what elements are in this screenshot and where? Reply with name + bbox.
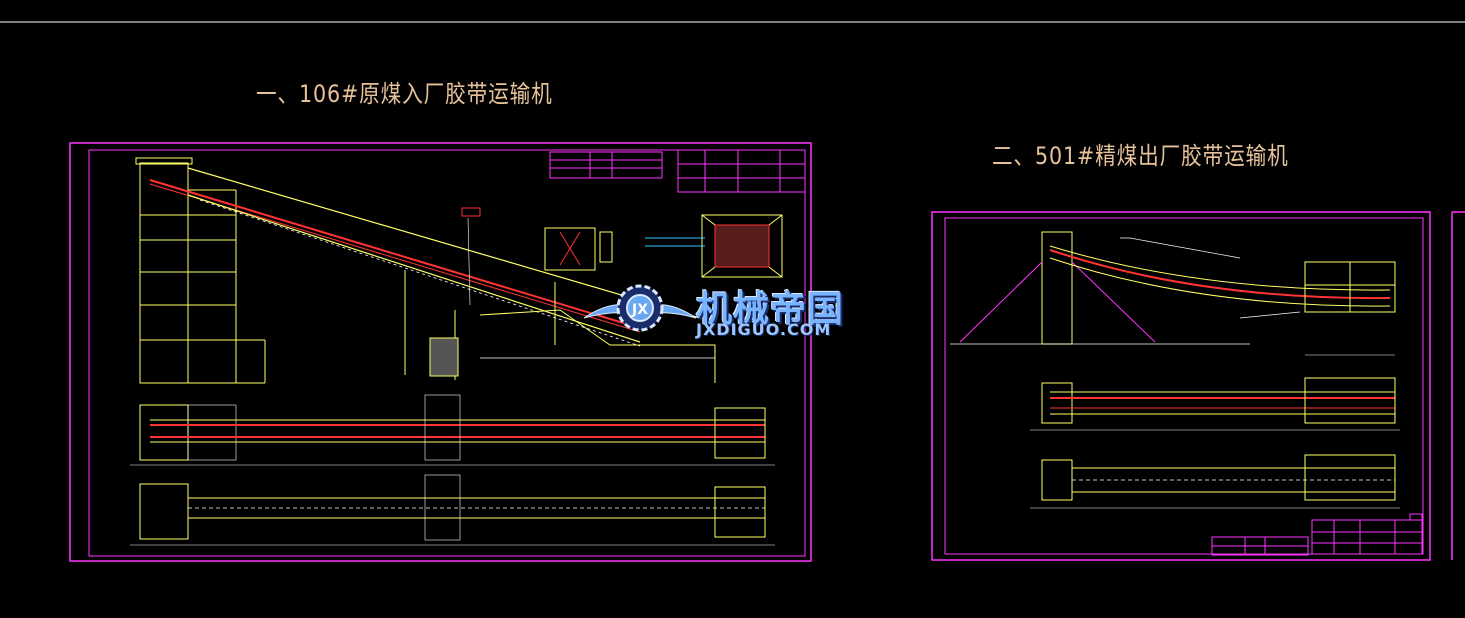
drawing-2-title: 二、501#精煤出厂胶带运输机	[992, 142, 1289, 170]
watermark-url-text: JXDIGUO.COM	[696, 320, 832, 339]
drawing-2-outer-frame	[931, 211, 1431, 561]
watermark: JX 机械帝国 JXDIGUO.COM	[584, 270, 884, 344]
drawing-1-trestle-supports	[404, 270, 716, 383]
drawing-2-title-block	[1211, 513, 1423, 556]
drawing-1-outer-frame	[69, 142, 812, 562]
drawing-1-section-details	[461, 207, 613, 306]
drawing-2-plan-view-upper	[1030, 377, 1400, 431]
drawing-2-inner-frame	[944, 217, 1424, 555]
drawing-1-plan-view-lower	[130, 474, 775, 546]
drawing-1-hopper-plan	[645, 214, 783, 278]
drawing-2-sheet	[931, 211, 1465, 561]
drawing-1-inner-frame	[88, 149, 806, 557]
drawing-1-title: 一、106#原煤入厂胶带运输机	[256, 80, 553, 108]
svg-text:JX: JX	[631, 302, 648, 318]
drawing-1-title-block	[549, 149, 806, 193]
drawing-2-plan-view-lower	[1030, 454, 1400, 509]
watermark-brand-text: 机械帝国	[696, 289, 845, 330]
drawing-2-elevation	[950, 231, 1396, 356]
drawing-1-plan-view-upper	[130, 394, 775, 466]
drawing-1-inclined-conveyor	[149, 167, 701, 347]
drawing-1-sheet	[69, 142, 812, 562]
drawing-1-building-tower	[135, 157, 266, 384]
gear-wings-logo-icon: JX	[584, 284, 697, 332]
